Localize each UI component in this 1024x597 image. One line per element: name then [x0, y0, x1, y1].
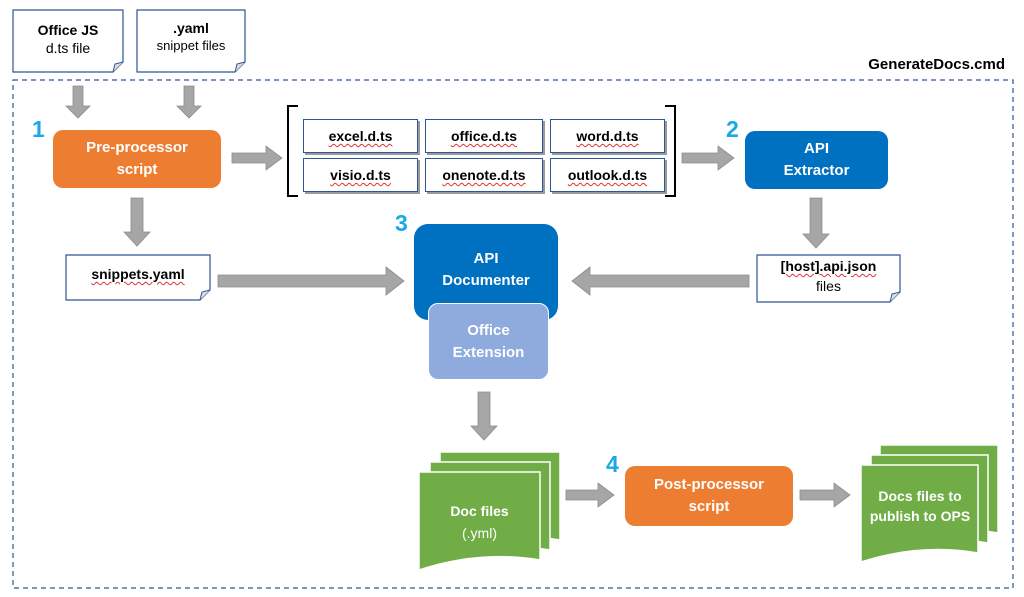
api-documenter-label: API Documenter	[442, 250, 530, 289]
step-4-number: 4	[606, 451, 619, 477]
office-js-title: Office JS	[37, 22, 99, 38]
pre-processor-box: Pre-processor script	[53, 130, 221, 188]
snippets-yaml-label: snippets.yaml	[91, 266, 185, 282]
arrow-extension-down	[470, 391, 498, 441]
publish-files-stack	[860, 444, 999, 564]
doc-files-title: Doc files	[450, 503, 509, 519]
arrow-docs-to-post	[565, 482, 615, 508]
dts-file-onenote: onenote.d.ts	[425, 158, 543, 192]
yaml-input: .yaml snippet files	[137, 20, 245, 54]
step-1-number: 1	[32, 116, 45, 142]
arrow-dts-to-extractor	[681, 145, 735, 171]
arrow-snippets-to-documenter	[217, 266, 405, 296]
arrow-extractor-down	[802, 197, 830, 249]
dts-bracket-left	[287, 105, 298, 197]
doc-files-stack	[418, 451, 561, 572]
dts-file-word: word.d.ts	[550, 119, 665, 153]
yaml-title: .yaml	[173, 20, 209, 36]
doc-files-sub: (.yml)	[462, 525, 497, 542]
arrow-pre-to-dts	[231, 145, 283, 171]
doc-files-label: Doc files (.yml)	[419, 500, 540, 545]
arrow-yaml-down	[176, 85, 202, 119]
post-processor-box: Post-processor script	[625, 466, 793, 526]
generate-docs-container	[12, 79, 1014, 589]
dts-file-visio: visio.d.ts	[303, 158, 418, 192]
api-extractor-box: API Extractor	[745, 131, 888, 189]
api-json-sub: files	[816, 277, 841, 294]
arrow-officejs-down	[65, 85, 91, 119]
step-2-number: 2	[726, 116, 739, 142]
dts-file-outlook: outlook.d.ts	[550, 158, 665, 192]
step-3-number: 3	[395, 210, 408, 236]
arrow-post-to-publish	[799, 482, 851, 508]
publish-files-label: Docs files to publish to OPS	[869, 488, 971, 525]
api-json-title: [host].api.json	[780, 258, 877, 274]
yaml-sub: snippet files	[156, 37, 226, 53]
arrow-json-to-documenter	[571, 266, 750, 296]
generate-docs-label: GenerateDocs.cmd	[868, 56, 1005, 73]
dts-file-excel: excel.d.ts	[303, 119, 418, 153]
dts-bracket-right	[665, 105, 676, 197]
arrow-pre-down	[123, 197, 151, 247]
api-json-label: [host].api.json files	[757, 258, 900, 295]
dts-file-office: office.d.ts	[425, 119, 543, 153]
office-js-sub: d.ts file	[45, 39, 91, 56]
office-js-input: Office JS d.ts file	[13, 22, 123, 57]
office-extension-box: Office Extension	[428, 303, 549, 380]
